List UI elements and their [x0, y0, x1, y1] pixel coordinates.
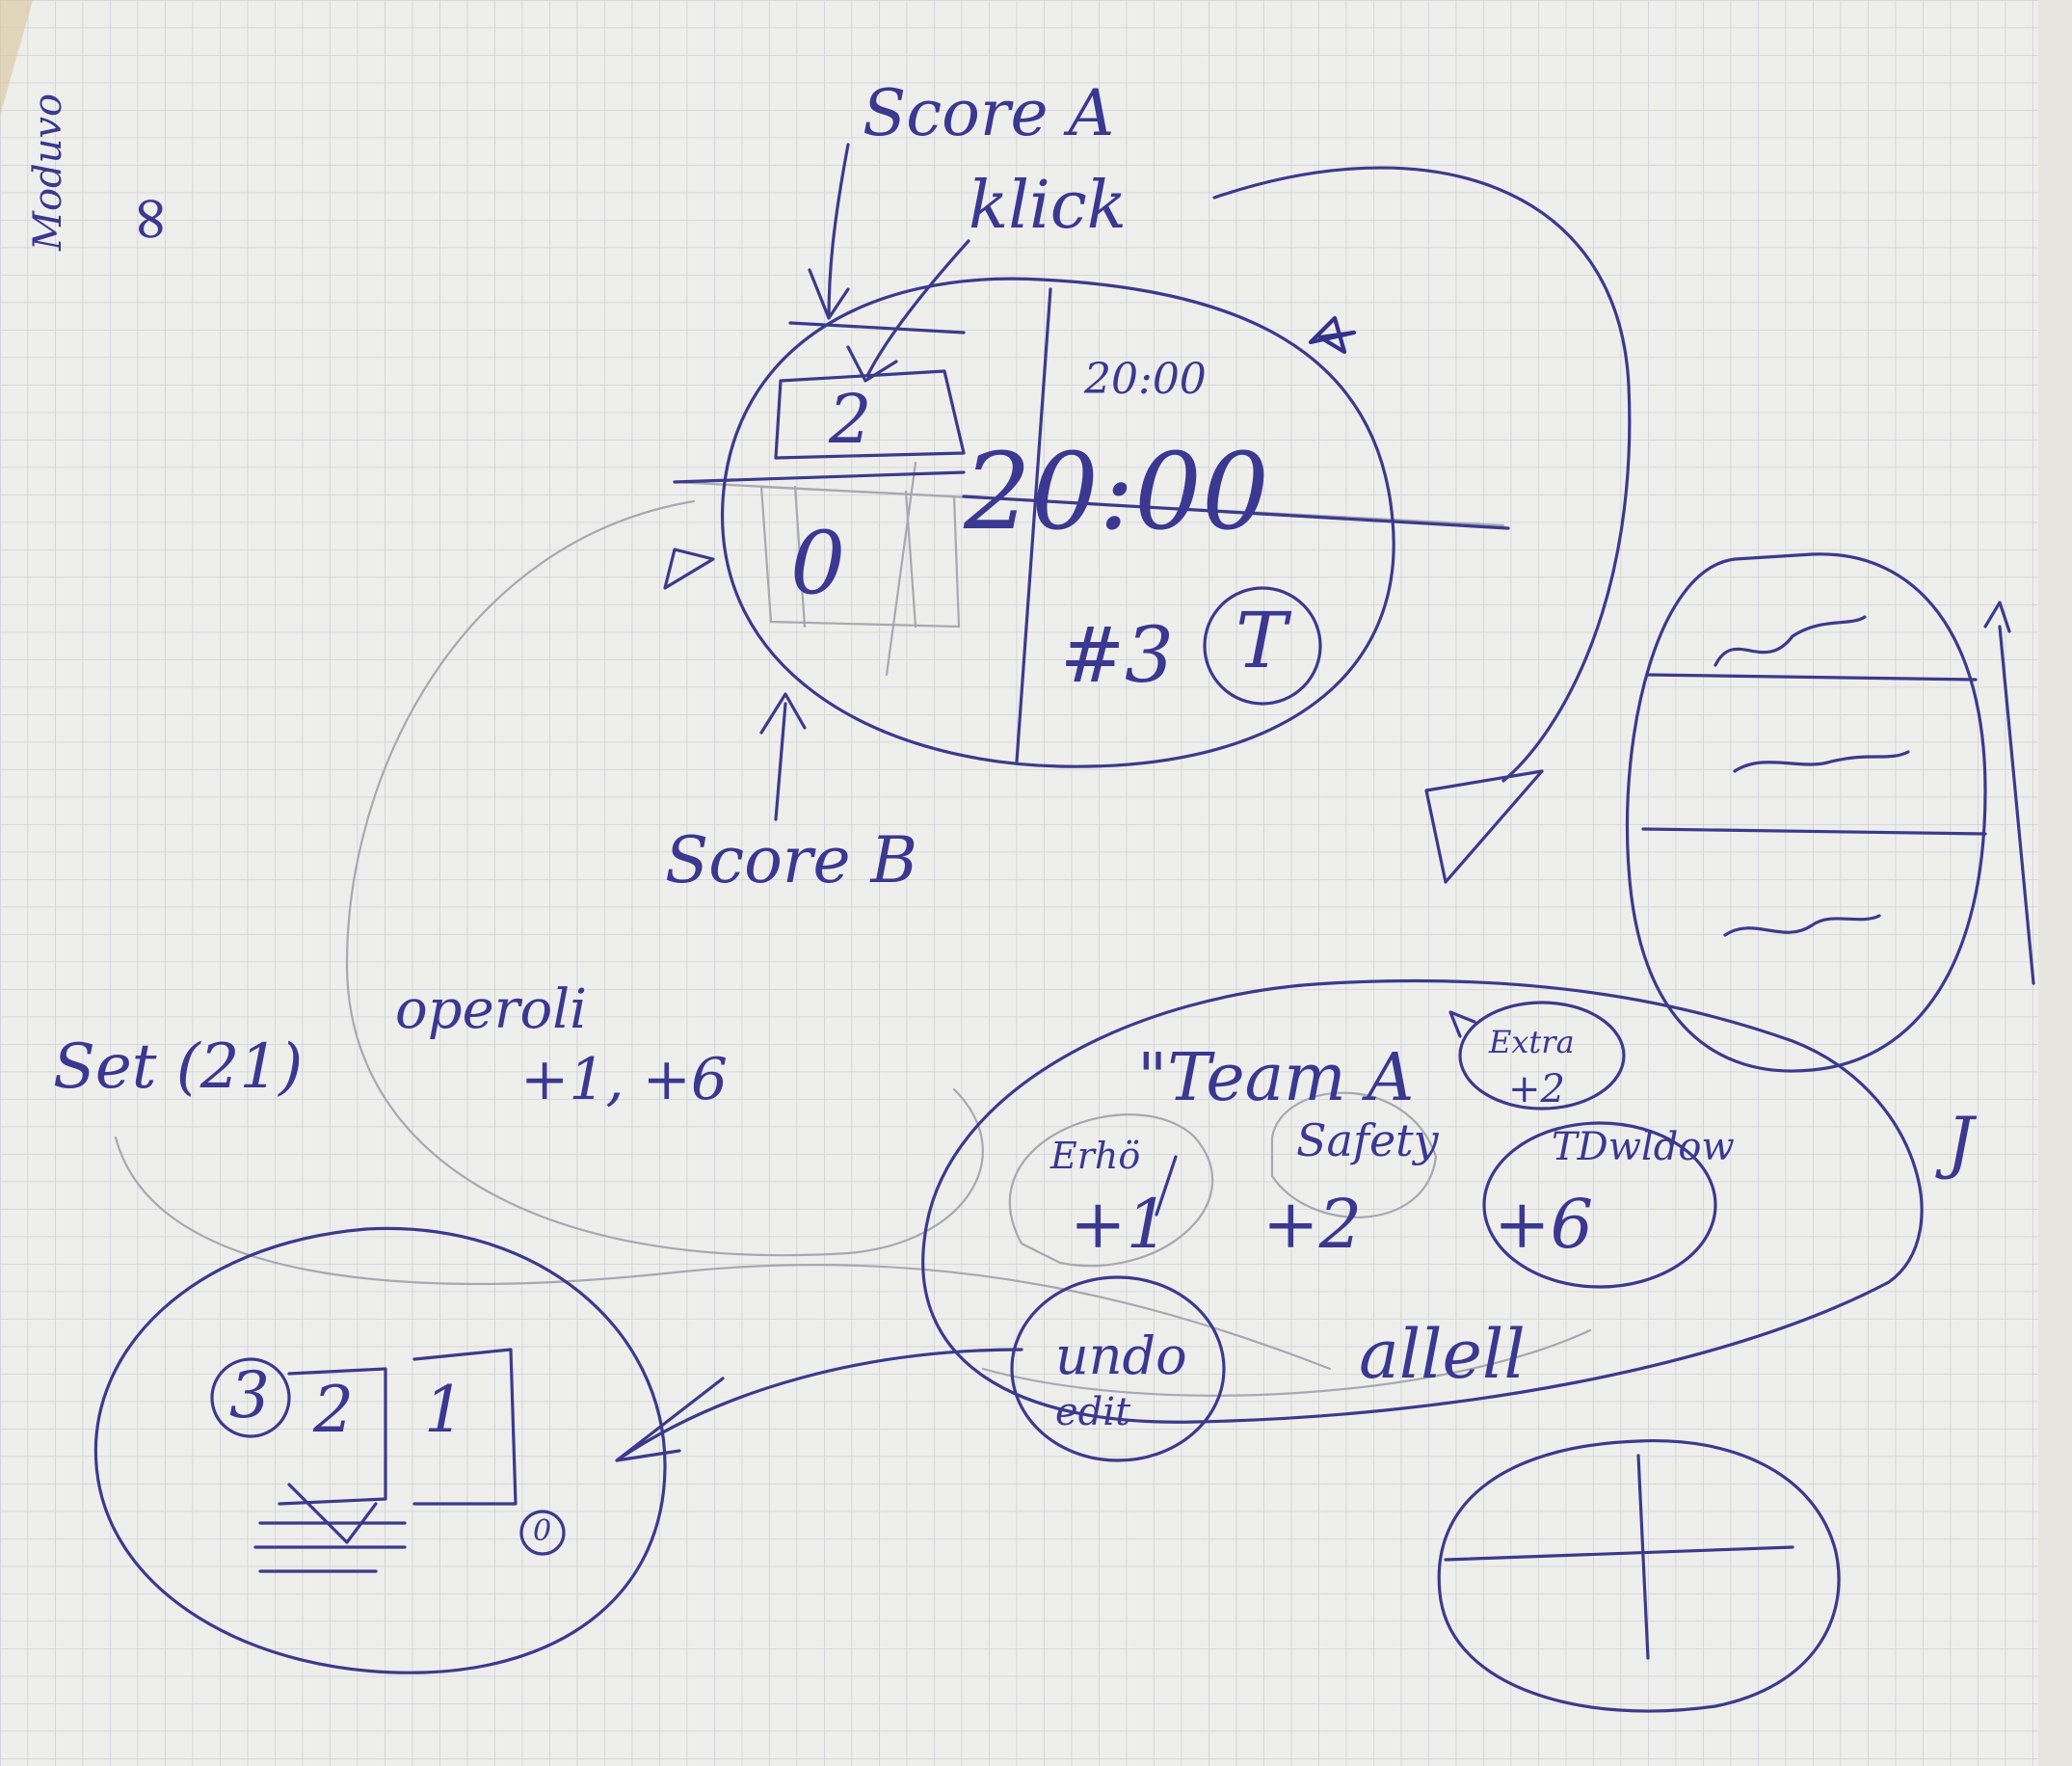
right-list-mark: J: [1947, 1103, 1975, 1182]
erhoehen-button[interactable]: +1: [1070, 1185, 1170, 1264]
card-bottom-lines: [253, 1521, 407, 1573]
undo-button[interactable]: undo: [1055, 1325, 1187, 1386]
pencil-sub-circle-2: [1270, 1091, 1438, 1218]
extra-bubble-value[interactable]: +2: [1508, 1067, 1565, 1111]
scroll-head: [1983, 601, 2011, 633]
right-list-line-1: [1641, 827, 1987, 836]
pencil-loop-bottom: [114, 1136, 1332, 1371]
right-list-oval: [1625, 552, 1987, 1073]
star-marker-icon: [1308, 315, 1357, 355]
touchdown-label: TDwldow: [1552, 1125, 1735, 1169]
score-b-label: Score B: [665, 823, 918, 897]
safety-label: Safety: [1296, 1114, 1439, 1166]
arrow-to-cards: [615, 1348, 1023, 1462]
pencil-cross-v: [885, 461, 917, 677]
score-a-value[interactable]: 2: [829, 380, 872, 459]
touchdown-ring: [1482, 1121, 1717, 1289]
score-b-arrow: [759, 692, 807, 821]
score-b-box: [759, 485, 961, 629]
score-a-box: [774, 369, 966, 460]
corner-note-line1: Moduvo: [26, 93, 70, 251]
operations-values: +1, +6: [520, 1046, 729, 1113]
arrow-curve-right: [1212, 166, 1632, 783]
pencil-loop-right: [981, 1328, 1592, 1397]
scoreboard-divider-h: [962, 495, 1510, 530]
extra-bubble-ring: [1458, 1001, 1626, 1110]
touchdown-button[interactable]: +6: [1494, 1185, 1594, 1264]
card-2-label[interactable]: 2: [313, 1373, 354, 1447]
card-check: [287, 1483, 378, 1544]
extra-bubble-label: Extra: [1489, 1024, 1575, 1060]
card-3-label[interactable]: 3: [229, 1358, 270, 1432]
team-panel-oval: [921, 978, 1924, 1424]
click-label: klick: [969, 168, 1127, 244]
extra-bubble-arrow: [1448, 1010, 1476, 1038]
click-arrow: [846, 239, 970, 383]
score-a-arrow: [808, 143, 850, 320]
card-mid: [278, 1367, 387, 1506]
period-label: #3: [1060, 610, 1174, 700]
cards-badge-ring: [519, 1510, 566, 1556]
cross-circle: [1437, 1438, 1841, 1713]
icon-button-ring: [1203, 586, 1322, 706]
set-label: Set (21): [53, 1031, 304, 1103]
right-list-scribble-2: [1733, 750, 1910, 773]
card-back: [412, 1348, 518, 1506]
scoreboard-left-line: [673, 470, 966, 484]
right-list-line-2: [1646, 673, 1978, 682]
undo-ring: [1010, 1275, 1226, 1462]
score-a-label: Score A: [863, 76, 1115, 150]
operations-title: operoli: [395, 978, 588, 1041]
big-time: 20:00: [964, 430, 1270, 553]
corner-note-infinity: ∞: [113, 193, 185, 245]
t-icon-button[interactable]: T: [1235, 596, 1288, 685]
small-time: 20:00: [1084, 355, 1207, 404]
edit-label[interactable]: edit: [1055, 1390, 1131, 1434]
pencil-loop-left: [345, 499, 984, 1257]
scoreboard-oval: [721, 277, 1395, 768]
arrow-head-right: [1424, 769, 1544, 884]
cross-circle-v: [1636, 1454, 1650, 1660]
card-3-ring: [210, 1357, 291, 1438]
set-cards-oval: [93, 1226, 667, 1674]
team-panel-title: "Team A: [1137, 1040, 1415, 1116]
erhoehen-pointer: [1155, 1155, 1178, 1217]
pencil-sub-circle-1: [1008, 1113, 1214, 1268]
cross-circle-h: [1444, 1545, 1794, 1562]
arrow-head-left: [663, 548, 715, 590]
scoreboard-divider-v: [1015, 287, 1052, 763]
right-list-scribble-3: [1723, 914, 1881, 937]
right-list-scribble-1: [1713, 615, 1867, 667]
erhoehen-label: Erhö: [1050, 1135, 1141, 1177]
cancel-label[interactable]: allell: [1359, 1315, 1526, 1394]
score-b-value[interactable]: 0: [790, 513, 846, 614]
safety-button[interactable]: +2: [1262, 1185, 1363, 1264]
cards-badge[interactable]: 0: [533, 1514, 552, 1548]
card-1-label[interactable]: 1: [424, 1373, 465, 1447]
scroll-bar: [1998, 625, 2035, 985]
